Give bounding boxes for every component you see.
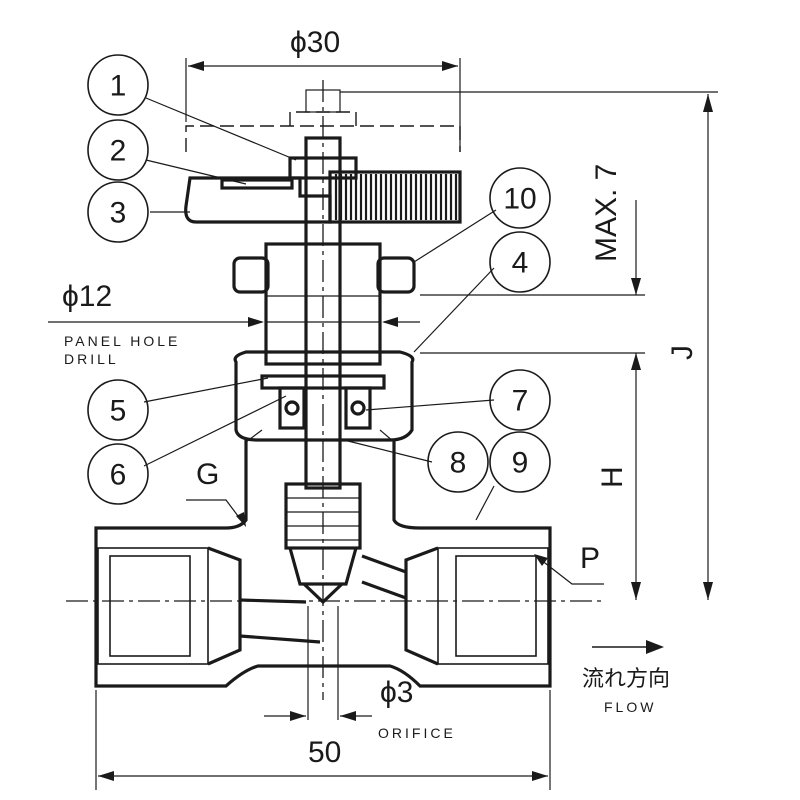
part-bubble-6: 6: [87, 443, 149, 505]
orifice-diameter-label: ϕ3: [380, 676, 414, 709]
length-dimension: 50: [95, 690, 551, 790]
thread-g-label: G: [196, 458, 219, 491]
svg-text:6: 6: [110, 459, 127, 492]
part-bubble-1: 1: [87, 54, 149, 116]
part-bubble-3: 3: [87, 181, 149, 243]
orifice-text: ORIFICE: [378, 725, 456, 741]
svg-text:4: 4: [512, 247, 529, 280]
packing: [260, 374, 386, 430]
flow-label-jp: 流れ方向: [582, 666, 670, 691]
handle-knob: [184, 156, 462, 224]
panel-hole-diameter-label: ϕ12: [62, 280, 112, 313]
svg-text:10: 10: [503, 183, 536, 216]
valve-body: [66, 429, 606, 688]
part-bubble-2: 2: [87, 119, 149, 181]
part-bubble-10: 10: [489, 167, 551, 229]
knurl-pattern: [334, 174, 458, 220]
orifice-dimension: ϕ3 ORIFICE: [264, 606, 456, 741]
top-diameter-label: ϕ30: [290, 26, 340, 59]
panel-hole-line2: DRILL: [64, 351, 119, 367]
panel-hole-line1: PANEL HOLE: [64, 333, 180, 349]
part-bubble-8: 8: [427, 431, 489, 493]
overall-height-label: J: [666, 345, 699, 360]
svg-text:8: 8: [450, 447, 467, 480]
vertical-dimensions: MAX. 7 J H: [340, 91, 718, 600]
flow-label-en: FLOW: [604, 699, 656, 715]
part-bubble-7: 7: [489, 369, 551, 431]
length-label: 50: [308, 736, 341, 769]
bonnet: [232, 242, 416, 442]
stem: [304, 80, 342, 700]
port-p-callout: P: [534, 542, 604, 585]
panel-hole-dimension: ϕ12 PANEL HOLE DRILL: [48, 280, 420, 367]
part-bubble-5: 5: [87, 379, 149, 441]
stroke-label: MAX. 7: [590, 164, 623, 262]
height-h-label: H: [596, 466, 629, 488]
flow-direction: 流れ方向 FLOW: [582, 640, 670, 715]
svg-text:3: 3: [110, 197, 127, 230]
top-diameter-dimension: ϕ30: [185, 26, 461, 152]
svg-text:1: 1: [110, 70, 127, 103]
part-bubble-9: 9: [489, 431, 551, 493]
svg-text:5: 5: [110, 395, 127, 428]
part-bubble-4: 4: [489, 231, 551, 293]
svg-text:2: 2: [110, 135, 127, 168]
leader-lines: [143, 97, 497, 521]
svg-text:7: 7: [512, 385, 529, 418]
svg-text:9: 9: [512, 447, 529, 480]
port-p-label: P: [580, 542, 600, 575]
needle: [284, 482, 362, 605]
thread-g-callout: G: [186, 458, 246, 527]
